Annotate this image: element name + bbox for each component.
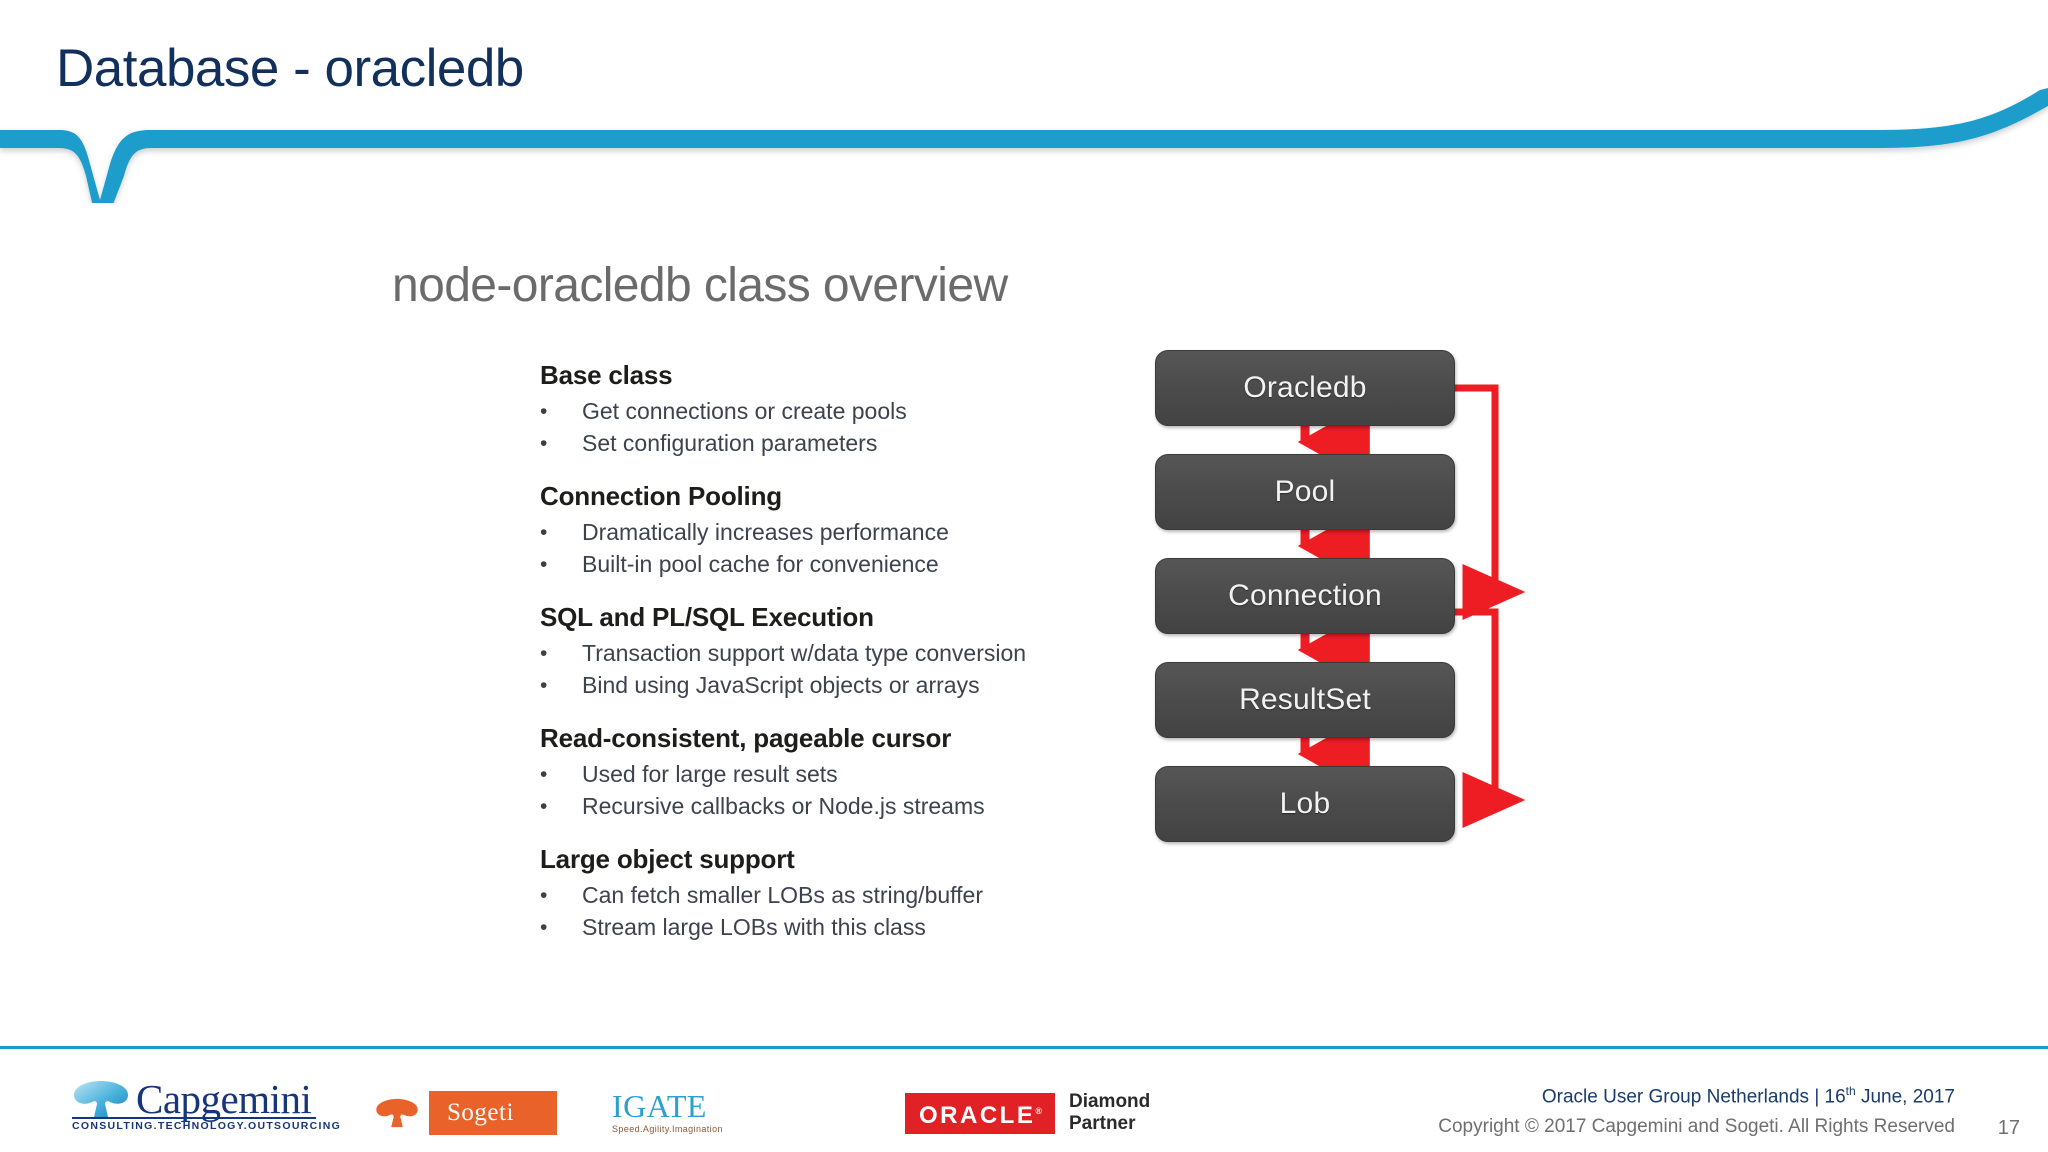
class-flow-diagram: Oracledb Pool Connection ResultSet Lob (1150, 350, 1570, 1030)
oracle-partner-text: Diamond Partner (1069, 1091, 1150, 1135)
igate-wordmark: IGATE (612, 1088, 707, 1124)
bullet-text: Built-in pool cache for convenience (582, 551, 939, 577)
bullet-item: • Dramatically increases performance (540, 518, 1180, 547)
sogeti-logo: Sogeti (365, 1091, 557, 1135)
feature-title: SQL and PL/SQL Execution (540, 602, 874, 632)
oracle-partner-line1: Diamond (1068, 1091, 1151, 1112)
bullet-text: Can fetch smaller LOBs as string/buffer (582, 882, 983, 908)
igate-tagline: Speed.Agility.Imagination (612, 1124, 723, 1134)
flow-node-oracledb[interactable]: Oracledb (1155, 350, 1455, 426)
bullet-text: Stream large LOBs with this class (582, 914, 926, 940)
bullet-text: Get connections or create pools (582, 398, 907, 424)
bullet-dot-icon: • (540, 521, 548, 544)
feature-block-sql-execution: SQL and PL/SQL Execution • Transaction s… (540, 602, 1180, 700)
bullet-item: • Recursive callbacks or Node.js streams (540, 792, 1180, 821)
flow-node-label: Pool (1274, 475, 1336, 508)
footer-divider (0, 1046, 2048, 1049)
bullet-dot-icon: • (540, 795, 548, 818)
footer-event-text: Oracle User Group Netherlands | 16th Jun… (1542, 1084, 1955, 1108)
capgemini-logo: Capgemini CONSULTING.TECHNOLOGY.OUTSOURC… (70, 1076, 340, 1137)
bullet-text: Recursive callbacks or Node.js streams (582, 793, 985, 819)
feature-title: Connection Pooling (540, 481, 782, 511)
bullet-text: Set configuration parameters (582, 430, 878, 456)
feature-block-pageable-cursor: Read-consistent, pageable cursor • Used … (540, 723, 1180, 821)
header-swoosh-decoration (0, 88, 2048, 203)
registered-mark-icon: ® (1035, 1105, 1042, 1116)
capgemini-tagline: CONSULTING.TECHNOLOGY.OUTSOURCING (72, 1120, 342, 1132)
bullet-dot-icon: • (540, 642, 548, 665)
capgemini-spade-icon (74, 1081, 128, 1117)
footer-event-main: Oracle User Group Netherlands | 16 (1541, 1086, 1846, 1108)
igate-logo: IGATE Speed.Agility.Imagination (612, 1090, 742, 1136)
bullet-item: • Built-in pool cache for convenience (540, 550, 1180, 579)
feature-title: Read-consistent, pageable cursor (540, 723, 952, 753)
bullet-item: • Stream large LOBs with this class (540, 913, 1180, 942)
footer-event-tail: June, 2017 (1855, 1086, 1955, 1108)
oracle-wordmark: ORACLE (919, 1101, 1036, 1129)
feature-list: Base class • Get connections or create p… (540, 360, 1180, 965)
bullet-dot-icon: • (540, 400, 548, 423)
bullet-text: Transaction support w/data type conversi… (582, 640, 1027, 666)
flow-node-pool[interactable]: Pool (1155, 454, 1455, 530)
content-heading: node-oracledb class overview (392, 259, 1008, 312)
capgemini-wordmark: Capgemini (136, 1076, 312, 1122)
bullet-text: Bind using JavaScript objects or arrays (582, 672, 980, 698)
bullet-item: • Used for large result sets (540, 760, 1180, 789)
feature-block-connection-pooling: Connection Pooling • Dramatically increa… (540, 481, 1180, 579)
bullet-item: • Bind using JavaScript objects or array… (540, 671, 1180, 700)
bullet-text: Dramatically increases performance (582, 519, 949, 545)
bullet-dot-icon: • (540, 674, 548, 697)
oracle-wordmark-badge: ORACLE® (905, 1092, 1055, 1134)
page-title: Database - oracledb (56, 39, 524, 98)
sogeti-wordmark: Sogeti (447, 1099, 514, 1126)
bullet-item: • Get connections or create pools (540, 397, 1180, 426)
bullet-text: Used for large result sets (582, 761, 838, 787)
flow-node-label: Lob (1279, 787, 1331, 820)
bullet-dot-icon: • (540, 916, 548, 939)
bullet-item: • Set configuration parameters (540, 429, 1180, 458)
flow-node-label: ResultSet (1239, 683, 1371, 716)
feature-title: Base class (540, 360, 673, 390)
feature-block-base-class: Base class • Get connections or create p… (540, 360, 1180, 458)
flow-node-resultset[interactable]: ResultSet (1155, 662, 1455, 738)
flow-node-label: Connection (1228, 579, 1382, 612)
bullet-item: • Transaction support w/data type conver… (540, 639, 1180, 668)
capgemini-underline (72, 1117, 316, 1119)
flow-node-label: Oracledb (1243, 371, 1367, 404)
footer-event-ordinal: th (1845, 1084, 1856, 1098)
bullet-dot-icon: • (540, 763, 548, 786)
oracle-partner-line2: Partner (1068, 1113, 1136, 1134)
flow-node-lob[interactable]: Lob (1155, 766, 1455, 842)
bullet-dot-icon: • (540, 884, 548, 907)
bullet-dot-icon: • (540, 553, 548, 576)
page-number: 17 (1997, 1117, 2020, 1139)
bullet-item: • Can fetch smaller LOBs as string/buffe… (540, 881, 1180, 910)
oracle-partner-logo: ORACLE® Diamond Partner (905, 1088, 1155, 1138)
flow-node-connection[interactable]: Connection (1155, 558, 1455, 634)
feature-block-large-object-support: Large object support • Can fetch smaller… (540, 844, 1180, 942)
footer-copyright: Copyright © 2017 Capgemini and Sogeti. A… (1438, 1116, 1955, 1137)
feature-title: Large object support (540, 844, 795, 874)
bullet-dot-icon: • (540, 432, 548, 455)
sogeti-spade-icon (365, 1091, 429, 1135)
